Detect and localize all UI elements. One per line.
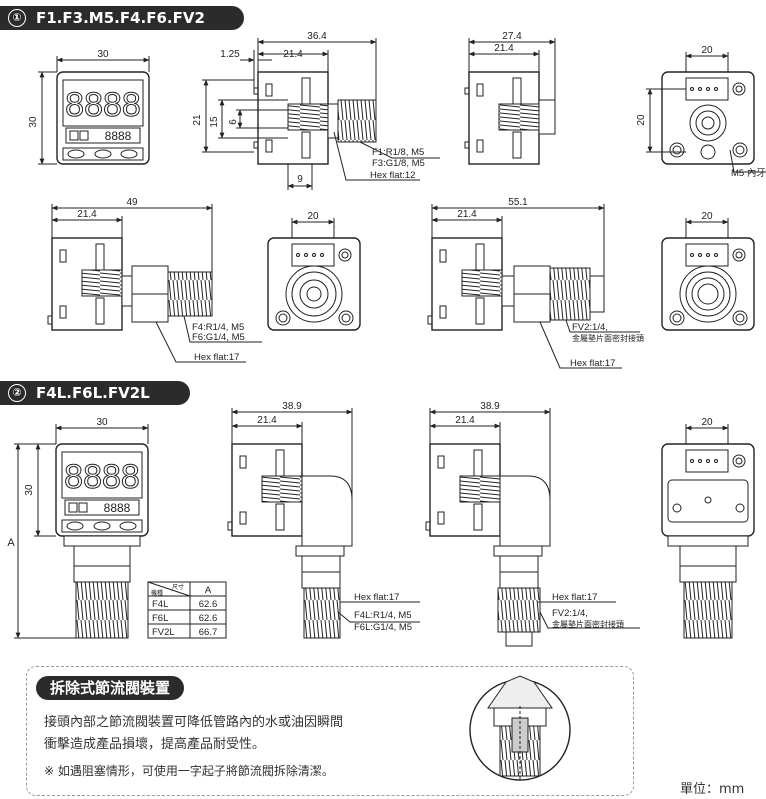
table-row-value: 62.6 xyxy=(199,599,218,610)
callout-f6l: F6L:G1/4, M5 xyxy=(354,622,412,633)
dim-label: 15 xyxy=(209,116,220,128)
callout-fv2-note: 金屬墊片面密封接頭 xyxy=(552,619,624,629)
dim-label: 9 xyxy=(297,174,303,185)
dim-label: 21.4 xyxy=(257,415,277,426)
callout-m5-inner: M5 內牙 xyxy=(731,168,766,179)
dim-label: 30 xyxy=(96,417,108,428)
note-line-1: 接頭內部之節流閥裝置可降低管路內的水或油因瞬間 xyxy=(44,715,344,730)
table-row-model: F4L xyxy=(152,599,168,610)
callout-fv2-note: 金屬墊片面密封接頭 xyxy=(572,333,644,343)
table-row-value: 66.7 xyxy=(199,627,218,638)
display-digits: 8888 xyxy=(64,458,140,496)
section-2-header: ② F4L.F6L.FV2L xyxy=(0,381,190,405)
dim-label: 21.4 xyxy=(77,209,97,220)
note-body: 接頭內部之節流閥裝置可降低管路內的水或油因瞬間 衝擊造成產品損壞，提高產品耐受性… xyxy=(44,712,343,756)
table-corner-top: 尺寸 xyxy=(172,583,184,591)
callout-f6: F6:G1/4, M5 xyxy=(192,332,245,343)
dim-label: 55.1 xyxy=(508,197,528,208)
callout-f3: F3:G1/8, M5 xyxy=(372,158,425,169)
dim-label: 6 xyxy=(228,119,239,125)
dim-label: 21.4 xyxy=(457,209,477,220)
dim-label: 20 xyxy=(701,211,713,222)
callout-hex17: Hex flat:17 xyxy=(194,352,239,363)
note-warning: ※ 如遇阻塞情形，可使用一字起子將節流閥拆除清潔。 xyxy=(44,764,334,778)
dim-label: 20 xyxy=(701,45,713,56)
dim-label: 30 xyxy=(24,484,35,496)
dimension-table xyxy=(147,581,227,639)
dim-label: 21.4 xyxy=(283,49,303,60)
dim-label: 38.9 xyxy=(480,401,500,412)
front-view-1 xyxy=(38,56,150,165)
section-title: F4L.F6L.FV2L xyxy=(36,384,150,402)
callout-fv2: FV2:1/4, xyxy=(552,608,588,619)
side-view-f4l xyxy=(227,408,420,639)
front-view-l xyxy=(14,424,149,639)
dim-label: 49 xyxy=(126,197,138,208)
dim-label: 20 xyxy=(701,417,713,428)
callout-hex12: Hex flat:12 xyxy=(370,170,415,181)
table-row-value: 62.6 xyxy=(199,613,218,624)
back-view-f4 xyxy=(267,218,361,331)
section-title: F1.F3.M5.F4.F6.FV2 xyxy=(36,9,205,27)
callout-f4: F4:R1/4, M5 xyxy=(192,322,244,333)
dim-label: 21.4 xyxy=(494,43,514,54)
dim-label: 21.4 xyxy=(455,415,475,426)
table-row-model: F6L xyxy=(152,613,168,624)
dim-label: 27.4 xyxy=(502,31,522,42)
callout-f4l: F4L:R1/4, M5 xyxy=(354,610,412,621)
callout-f1: F1:R1/8, M5 xyxy=(372,147,424,158)
section-1-header: ① F1.F3.M5.F4.F6.FV2 xyxy=(0,6,244,30)
dim-label: 30 xyxy=(28,116,39,128)
dim-label: 21 xyxy=(192,114,203,126)
table-col-a: A xyxy=(205,585,212,596)
side-view-fv2l xyxy=(425,408,640,647)
side-view-fv2 xyxy=(427,204,640,369)
dim-label: 1.25 xyxy=(220,49,240,60)
dim-label: 36.4 xyxy=(307,31,327,42)
dim-label: 38.9 xyxy=(282,401,302,412)
dim-label: 20 xyxy=(636,114,647,126)
back-view-m5 xyxy=(646,52,766,173)
callout-hex17: Hex flat:17 xyxy=(552,592,597,603)
side-view-m5 xyxy=(464,38,556,165)
note-title: 拆除式節流閥裝置 xyxy=(36,676,185,700)
callout-hex17: Hex flat:17 xyxy=(570,358,615,369)
callout-fv2: FV2:1/4, xyxy=(572,322,608,333)
section-number: ② xyxy=(8,384,26,402)
table-row-model: FV2L xyxy=(152,627,175,638)
note-line-2: 衝擊造成產品損壞，提高產品耐受性。 xyxy=(44,737,266,752)
section-number: ① xyxy=(8,9,26,27)
dim-label: A xyxy=(7,537,15,549)
side-view-f4 xyxy=(47,204,262,363)
dim-label: 30 xyxy=(97,49,109,60)
display-small-digits: 8888 xyxy=(104,501,131,515)
display-digits: 8888 xyxy=(65,86,141,124)
callout-hex17: Hex flat:17 xyxy=(354,592,399,603)
back-view-l xyxy=(661,424,755,639)
unit-label: 單位：mm xyxy=(680,782,745,797)
side-view-f1 xyxy=(202,38,440,190)
display-small-digits: 8888 xyxy=(105,129,132,143)
dim-label: 20 xyxy=(307,211,319,222)
back-view-fv2 xyxy=(661,218,755,331)
table-text: 尺寸 機種 A F4L 62.6 F6L 62.6 FV2L 66.7 xyxy=(151,583,217,638)
throttle-valve-detail xyxy=(469,675,571,781)
table-corner-bottom: 機種 xyxy=(151,589,163,597)
throttle-note-box xyxy=(26,666,634,796)
